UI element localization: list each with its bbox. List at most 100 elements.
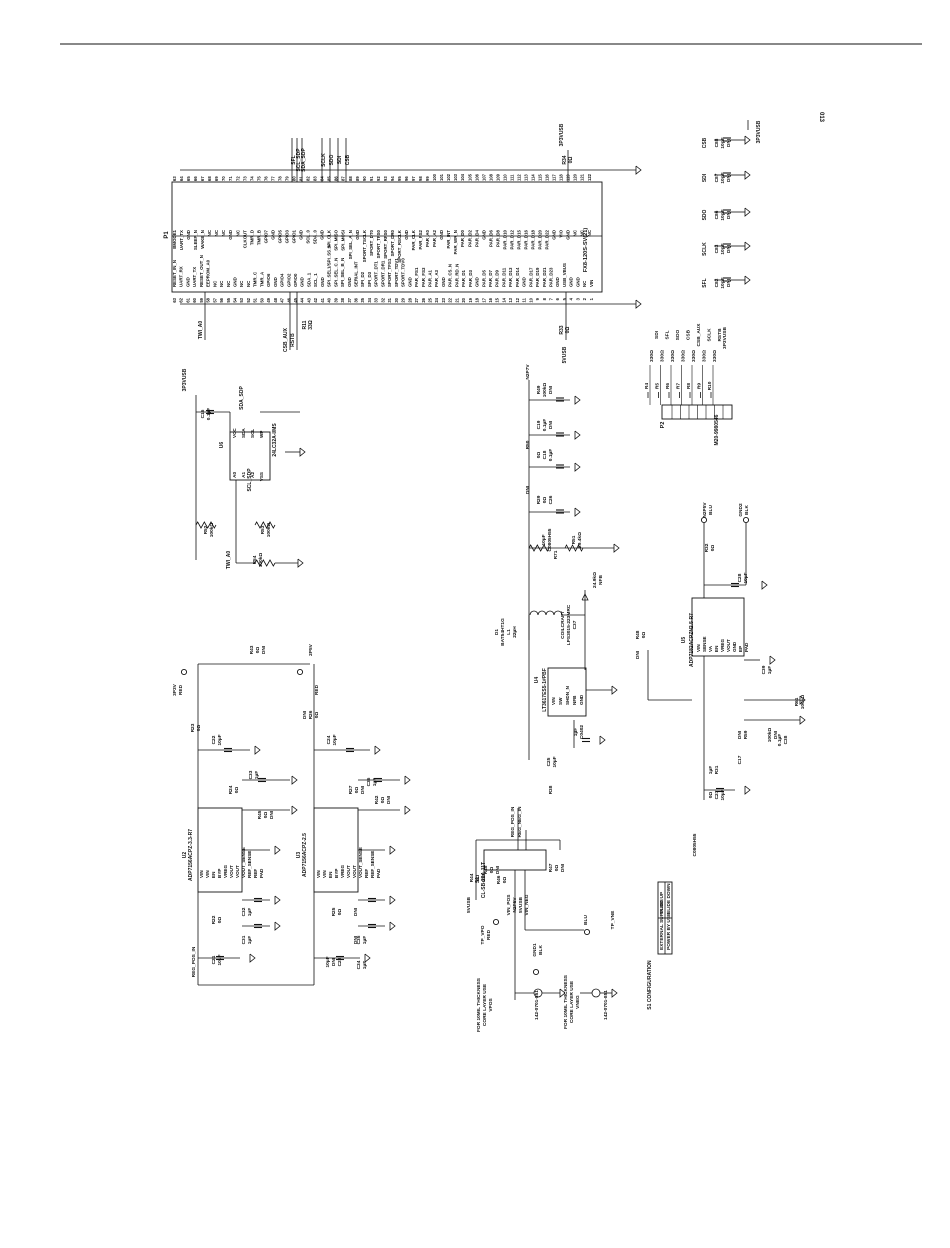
p1-pin-right: NC	[207, 229, 212, 236]
s1-label: 0Ω	[489, 867, 495, 874]
ground-icon	[574, 462, 581, 472]
p1-pin-number: 53	[239, 297, 244, 302]
switch-part: CL-SB-22A-11T	[481, 862, 487, 898]
u4-label: DNI	[548, 420, 554, 429]
ic-pin: SHDN_N	[565, 685, 570, 705]
p1-pin-left: PAR_FS1	[414, 267, 419, 287]
p1-pin-right: GND	[355, 230, 360, 240]
u2-label: C33	[248, 770, 254, 779]
p1-pin-left: PAR_D9	[495, 269, 500, 287]
u5-label: C27	[714, 790, 720, 799]
u2-label: 1µF	[247, 936, 253, 944]
p1-pin-right: PAR_FS2	[418, 229, 423, 249]
p1-pin-right: TMR_D	[249, 230, 254, 245]
ic-pin: EP	[738, 646, 743, 652]
p1-pin-number: 85	[327, 176, 332, 181]
u4-label: 0Ω	[542, 497, 548, 504]
net-label: RSTB	[717, 328, 723, 342]
p1-pin-number: 8	[542, 297, 547, 300]
resistor-ref: R34	[562, 155, 568, 164]
p1-pin-number: 72	[235, 176, 240, 181]
u5-label: R31	[714, 765, 720, 774]
ic-part: ADP7156ACPZ-3.3-R7	[188, 829, 194, 881]
u4-label: R49	[536, 385, 542, 394]
p1-pin-left: NC	[239, 280, 244, 287]
u4-label: C0402	[579, 725, 585, 739]
ground-icon	[389, 921, 396, 931]
ic-pin: GND	[732, 641, 737, 652]
ground-icon	[274, 895, 281, 905]
ground-icon	[374, 745, 381, 755]
net-label: SDO	[329, 154, 335, 165]
ground-icon	[635, 299, 642, 309]
resistor-ref: R10	[707, 381, 713, 390]
p1-pin-number: 2	[582, 297, 587, 300]
p1-pin-right: NC	[235, 229, 240, 236]
p1-pin-number: 58	[206, 297, 211, 302]
s1-label: CORE LAYER USE	[569, 980, 575, 1023]
p1-pin-right: PAR_INT	[446, 230, 451, 249]
p1-pin-number: 31	[387, 297, 392, 302]
p1-pin-number: 108	[488, 173, 493, 181]
ic-pin: VCC	[232, 428, 237, 438]
p1-pin-number: 43	[306, 297, 311, 302]
ic-pin: SENSE	[702, 636, 707, 652]
switch-ref: S1	[475, 877, 481, 883]
u4-label: N2P7V	[525, 364, 531, 380]
resistor-ref: R4	[644, 383, 650, 389]
p1-pin-number: 118	[559, 174, 564, 181]
u2-label: C31	[241, 935, 247, 944]
p1-pin-left: GND	[273, 277, 278, 287]
u2-label: 1µF	[254, 771, 260, 779]
p1-pin-number: 59	[199, 297, 204, 302]
p1-pin-left: USB_VBUS	[562, 263, 567, 287]
resistor-value: 0Ω	[568, 157, 574, 164]
p1-pin-number: 45	[293, 297, 298, 302]
u4-label: C26	[548, 495, 554, 504]
net-label: SDI	[654, 330, 660, 339]
p1-pin-number: 99	[425, 176, 430, 181]
p1-pin-right: BMODE1	[172, 229, 177, 248]
s1-config-cell: SLIDE UP	[659, 891, 665, 914]
p1-pin-left: PAR_RD_N	[454, 264, 459, 287]
s1-label: VNEG	[575, 995, 581, 1009]
p1-pin-right: GND	[552, 230, 557, 240]
u4-label: BAT54HT1G	[500, 618, 506, 646]
u5-label: C28	[737, 573, 743, 582]
u3-label: DNI	[331, 957, 337, 966]
p1-pin-left: SCL_1	[313, 273, 318, 287]
cap-ref: C88	[714, 138, 720, 147]
cap-value: 10pF	[720, 277, 726, 288]
p1-pin-number: 104	[460, 173, 465, 181]
p1-pin-number: 94	[390, 176, 395, 181]
cap-value: 10pF	[720, 137, 726, 148]
resistor-value: 330Ω	[670, 350, 676, 362]
u3-label: C36	[366, 777, 372, 786]
u2-label: R45	[257, 810, 263, 819]
p1-pin-left: NC	[226, 280, 231, 287]
buck-converter-u4	[547, 667, 587, 717]
p1-pin-left: SPORT_TDV1	[394, 258, 399, 287]
resistor-value: 100kΩ	[258, 553, 264, 568]
p1-pin-number: 56	[219, 297, 224, 302]
ground-icon	[364, 953, 371, 963]
p1-pin-number: 42	[313, 297, 318, 302]
s1-label: CORE LAYER USE	[482, 983, 488, 1026]
ground-icon	[613, 543, 620, 553]
p1-pin-number: 112	[516, 174, 521, 181]
u3-label: 0Ω	[380, 797, 386, 804]
net-label: SCLK	[702, 242, 708, 256]
u4-label: R71	[553, 550, 559, 559]
p1-pin-number: 69	[214, 176, 219, 181]
resistor-ref: R33	[559, 325, 565, 334]
ic-pin: REF	[253, 869, 258, 878]
ic-part: ADP7182ACPZN2.5-R7	[689, 613, 695, 667]
ic-pin: VOUT	[235, 865, 240, 878]
p1-pin-number: 83	[313, 176, 318, 181]
s1-config-cell: SLIDE DOWN	[666, 883, 672, 914]
p1-pin-number: 28	[407, 297, 412, 302]
ic-pin: A0	[232, 472, 237, 478]
p1-pin-left: GND	[555, 277, 560, 287]
p1-pin-right: SPI_CLK	[327, 229, 332, 248]
u5-label: 100kΩ	[767, 728, 773, 743]
